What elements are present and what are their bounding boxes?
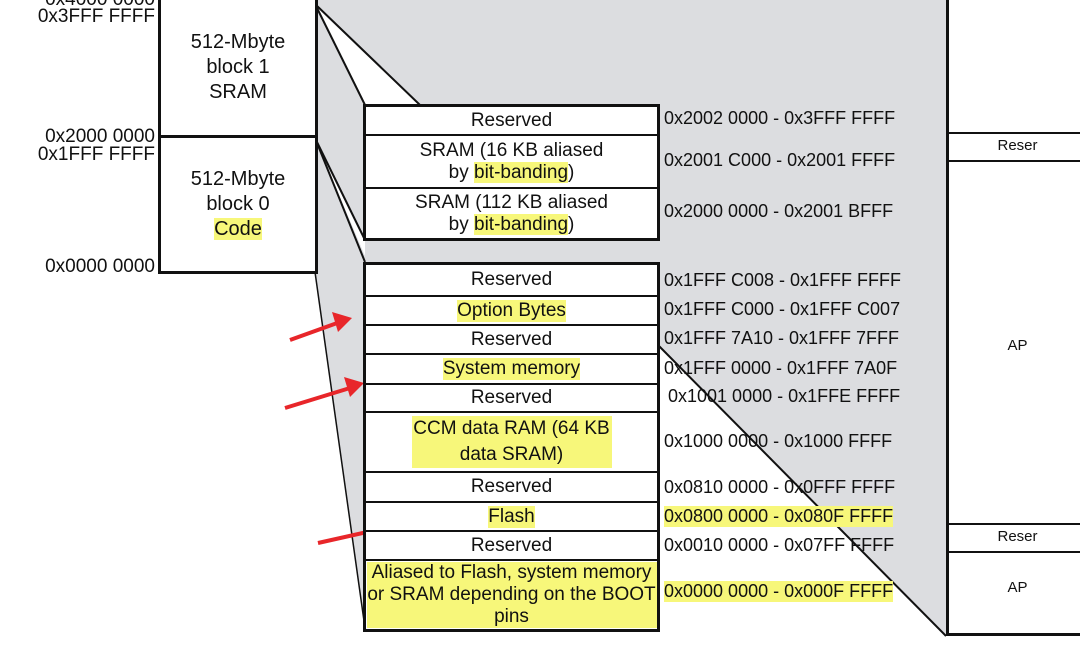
block-highlight: Code (214, 218, 262, 240)
address-range: 0x2000 0000 - 0x2001 BFFF (664, 201, 894, 221)
apb-region: AP (1007, 579, 1028, 596)
block-line: 512-Mbyte (190, 168, 286, 190)
table-row: CCM data RAM (64 KB data SRAM) (366, 413, 657, 473)
block-line: block 1 (206, 55, 270, 78)
row-label: System memory (442, 358, 581, 380)
code-table: Reserved Option Bytes Reserved System me… (363, 262, 660, 632)
row-label: Reserved (470, 328, 553, 350)
row-label: by (448, 161, 474, 183)
reserved-region: Reser (949, 132, 1080, 162)
address-range: 0x1FFF C000 - 0x1FFF C007 (664, 299, 901, 319)
table-row: Reserved (366, 265, 657, 297)
row-label: ) (568, 161, 575, 183)
row-label: Reserved (470, 269, 553, 290)
table-row: Reserved (366, 326, 657, 355)
table-row: Reserved (366, 532, 657, 561)
row-label: by (448, 213, 474, 235)
row-highlight: bit-banding (474, 213, 569, 235)
address-label: 0x4000 0000 (0, 0, 155, 9)
address-range: 0x0800 0000 - 0x080F FFFF (664, 506, 894, 527)
row-label: SRAM (16 KB aliased (419, 139, 604, 161)
block-line: block 0 (206, 193, 270, 215)
address-range: 0x1001 0000 - 0x1FFE FFFF (668, 386, 901, 406)
address-range: 0x0000 0000 - 0x000F FFFF (664, 581, 894, 602)
reserved-region: Reser (949, 523, 1080, 553)
address-range: 0x0810 0000 - 0x0FFF FFFF (664, 477, 896, 497)
block-0-code: 512-Mbyte block 0 Code (161, 138, 315, 271)
row-highlight: bit-banding (474, 161, 569, 183)
table-row: Flash (366, 503, 657, 532)
address-range: 0x1000 0000 - 0x1000 FFFF (664, 431, 893, 451)
row-label: Reserved (470, 534, 553, 556)
address-range: 0x1FFF C008 - 0x1FFF FFFF (664, 270, 902, 290)
row-label: Flash (488, 505, 535, 528)
peripheral-column: Reser AP Reser AP (946, 0, 1080, 636)
table-row: Reserved (366, 385, 657, 413)
block-line: 512-Mbyte (190, 30, 286, 53)
address-range: 0x1FFF 7A10 - 0x1FFF 7FFF (664, 328, 900, 348)
address-range: 0x0010 0000 - 0x07FF FFFF (664, 535, 895, 555)
address-label: 0x1FFF FFFF (37, 144, 155, 165)
address-label: 0x3FFF FFFF (37, 6, 155, 27)
table-row: Reserved (366, 107, 657, 136)
table-row: Reserved (366, 473, 657, 503)
row-label: Reserved (470, 387, 553, 408)
row-label: Option Bytes (457, 299, 566, 322)
row-label: Reserved (470, 476, 553, 497)
row-label: Aliased to Flash, system memory or SRAM … (366, 562, 657, 628)
address-label: 0x2000 0000 (45, 126, 155, 147)
row-label: SRAM (112 KB aliased (415, 191, 608, 213)
row-label: ) (568, 213, 575, 235)
table-row: System memory (366, 355, 657, 385)
row-label: Reserved (470, 109, 553, 131)
row-label: CCM data RAM (64 KB data SRAM) (411, 416, 612, 468)
table-row: Option Bytes (366, 297, 657, 326)
address-range: 0x2002 0000 - 0x3FFF FFFF (664, 108, 896, 128)
table-row: Aliased to Flash, system memory or SRAM … (366, 561, 657, 629)
address-range: 0x1FFF 0000 - 0x1FFF 7A0F (664, 358, 898, 378)
address-label: 0x0000 0000 (45, 256, 155, 277)
block-line: SRAM (209, 80, 267, 103)
apb-region: AP (1007, 337, 1028, 354)
address-range: 0x2001 C000 - 0x2001 FFFF (664, 150, 896, 170)
